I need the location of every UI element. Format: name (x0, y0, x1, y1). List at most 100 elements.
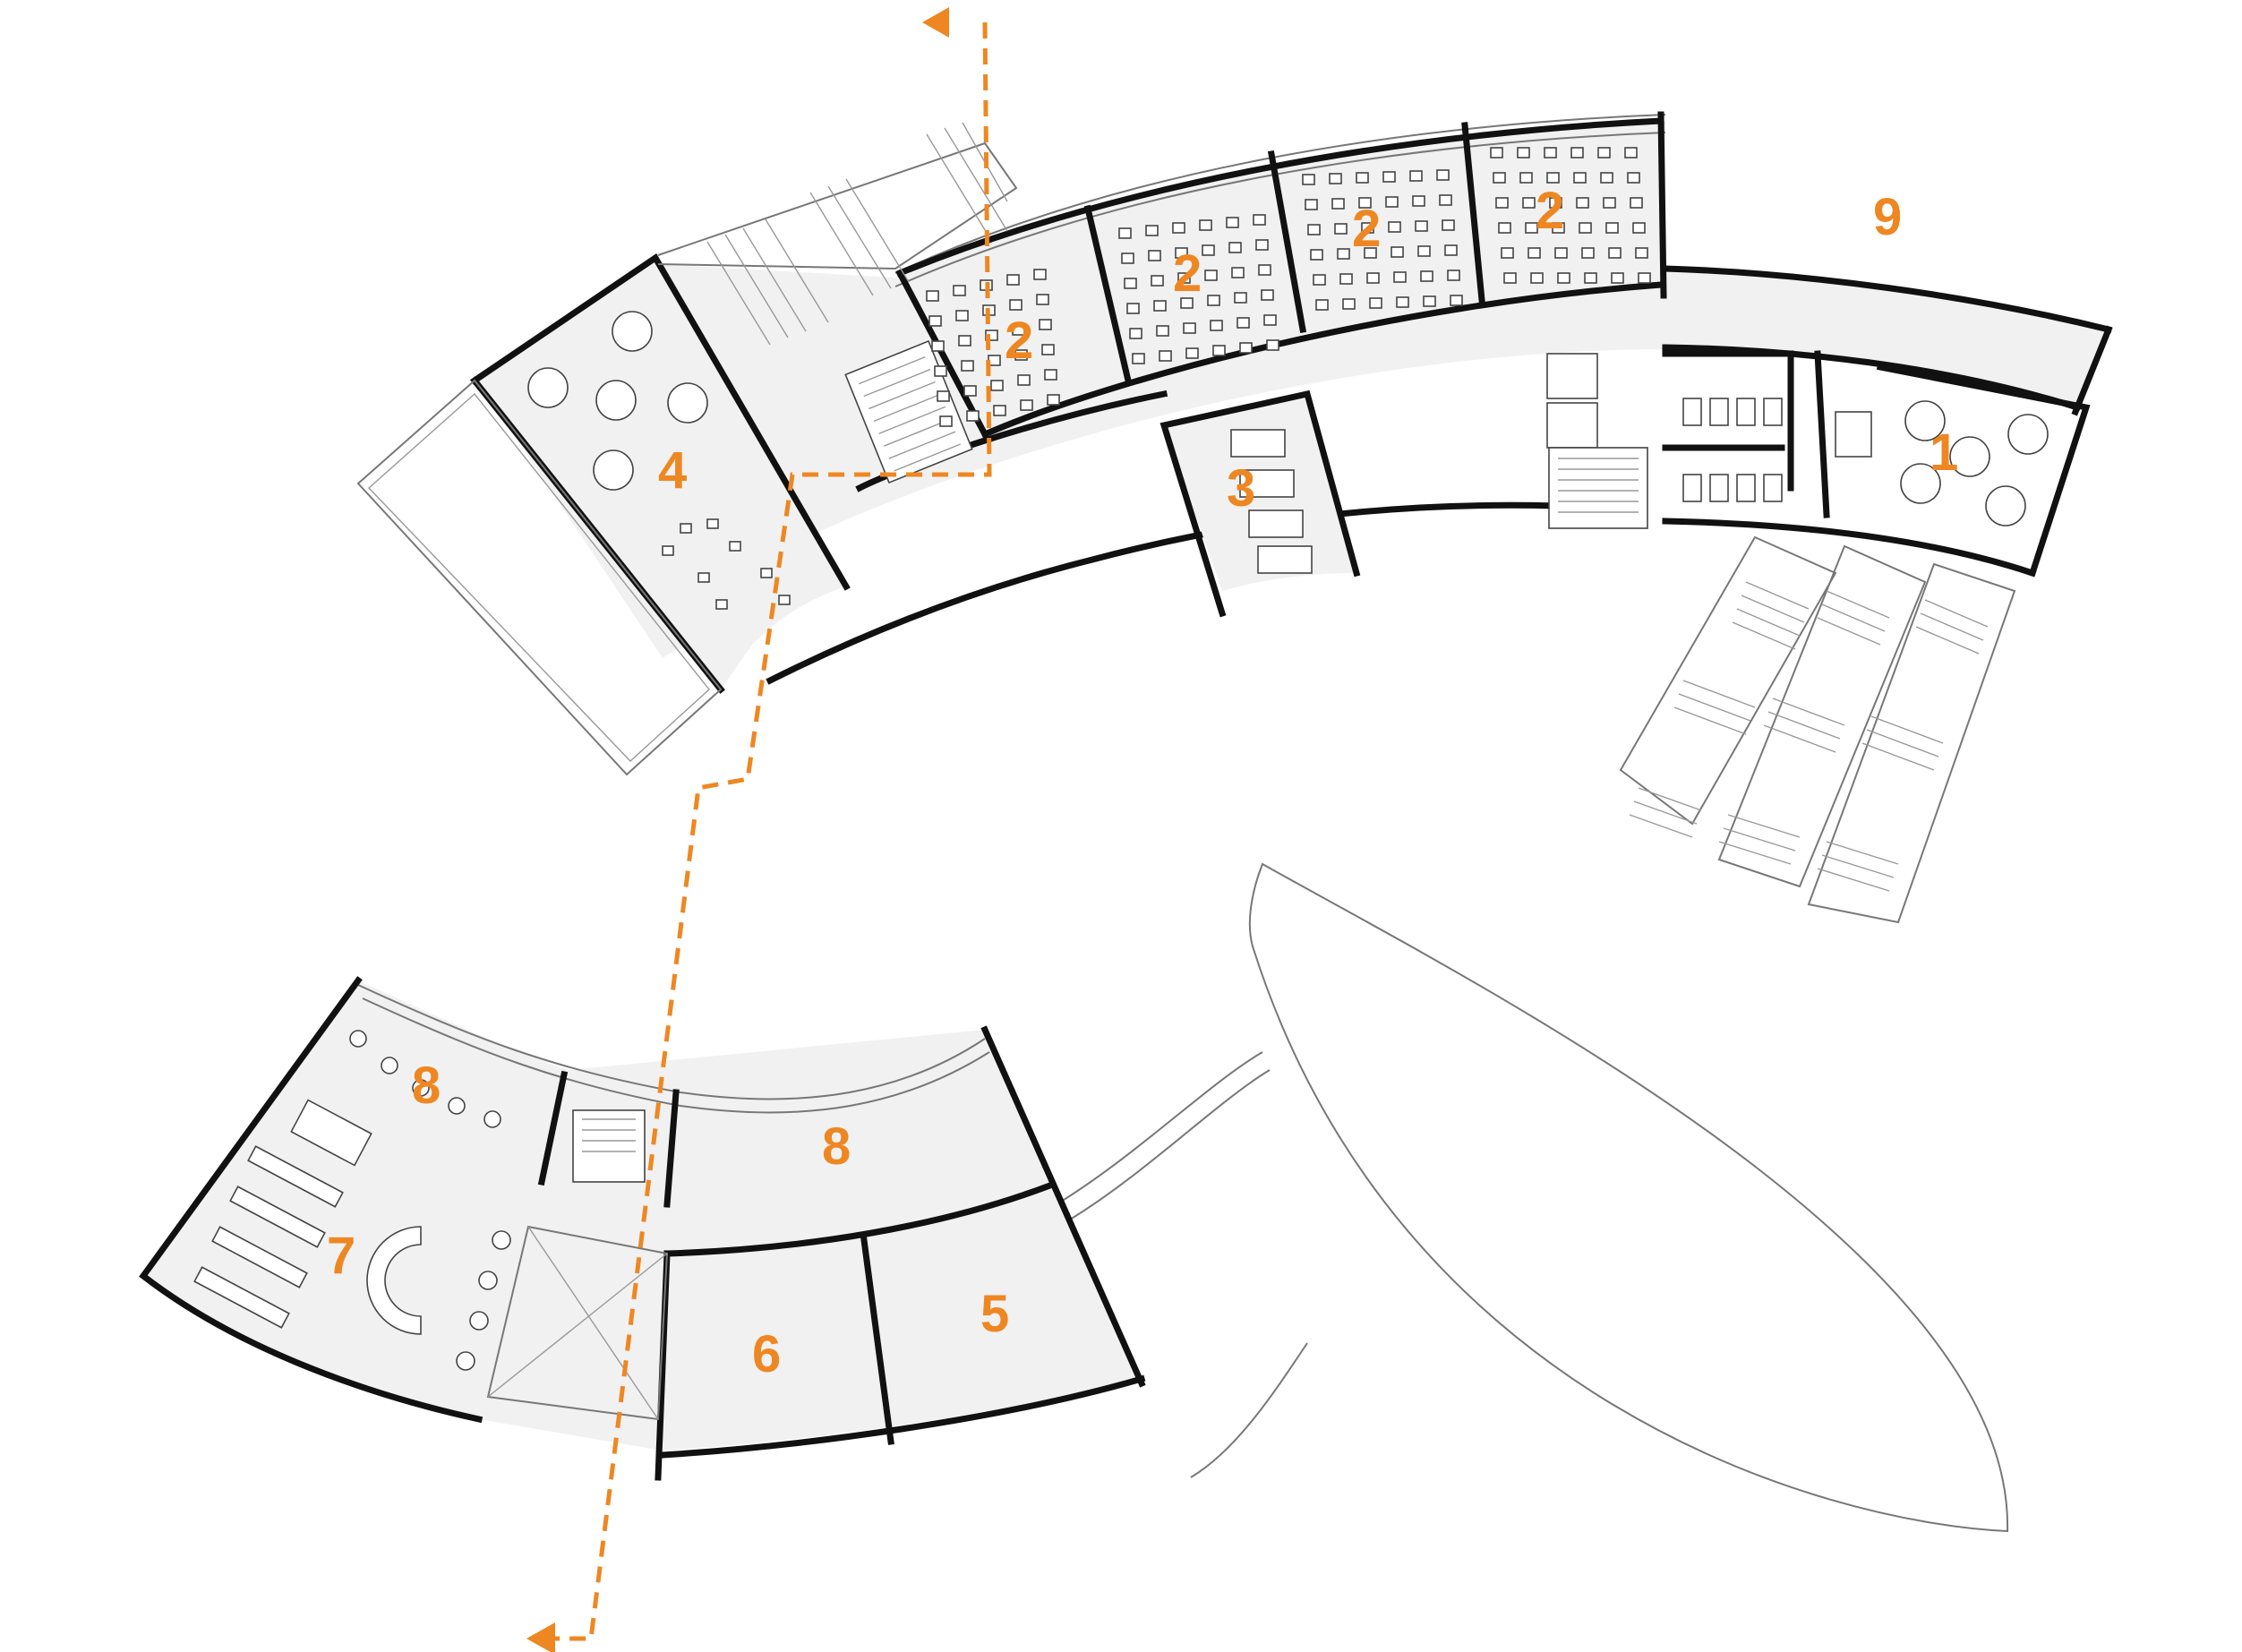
chair-icon (934, 365, 947, 377)
chair-icon (1313, 274, 1326, 286)
chair-icon (1581, 247, 1595, 259)
chair-icon (1175, 247, 1188, 259)
toilets-walls (1662, 350, 1794, 492)
chair-icon (1012, 324, 1025, 336)
chair-icon (1624, 147, 1638, 158)
chair-icon (1014, 349, 1028, 361)
room-7-meeting-table (290, 1099, 372, 1167)
classroom-divider-3 (1267, 150, 1307, 334)
chair-icon (1361, 222, 1374, 234)
round-table-icon (527, 311, 708, 491)
chair-icon (1382, 171, 1396, 183)
chair-icon (1239, 342, 1253, 354)
chair-icon (1546, 172, 1560, 184)
chair-icon (1439, 194, 1452, 206)
chair-icon (1231, 267, 1245, 278)
chair-icon (1334, 223, 1348, 235)
chair-icon (1385, 196, 1399, 208)
connector-cross-2 (487, 1253, 668, 1398)
round-table-icon (349, 1030, 511, 1371)
room-label-2a: 2 (1005, 312, 1033, 370)
chair-icon (1638, 272, 1651, 284)
classroom-chairs (926, 147, 1651, 427)
chair-icon (1393, 271, 1407, 283)
upper-wing-wall-top (1662, 265, 2113, 334)
connector-curve-lower2 (1190, 1342, 1308, 1478)
lower-wing-wall-left (139, 976, 483, 1424)
chair-icon (1129, 328, 1142, 339)
chair-icon (1017, 374, 1031, 386)
chair-icon (1597, 147, 1611, 158)
chair-icon (1226, 217, 1239, 228)
chair-icon (1584, 272, 1597, 284)
chair-icon (961, 360, 974, 372)
chair-icon (1020, 399, 1033, 411)
lower-wing-floor (143, 980, 1137, 1451)
chair-icon (1501, 247, 1514, 259)
stairwell-lower (572, 1109, 646, 1183)
chair-icon (1006, 274, 1020, 286)
chair-icon (1253, 214, 1266, 226)
chair-icon (1132, 353, 1145, 364)
lower-wing-outer-curve2 (362, 997, 990, 1114)
chair-icon (1632, 222, 1646, 234)
room-label-2d: 2 (1536, 182, 1564, 240)
chair-icon (1228, 242, 1242, 253)
chair-icon (1177, 272, 1191, 284)
stair-icon (582, 1118, 636, 1152)
chair-icon (1210, 320, 1223, 331)
chair-icon (1156, 325, 1169, 337)
chair-icon (1444, 244, 1458, 256)
chair-icon (1423, 295, 1436, 307)
chair-icon (1412, 195, 1425, 207)
chair-icon (1436, 169, 1450, 181)
chair-icon (1570, 147, 1584, 158)
chair-icon (1329, 173, 1342, 184)
chair-icon (1450, 295, 1463, 306)
chair-icon (1544, 147, 1557, 158)
room-4-outer-frame (356, 379, 723, 776)
chair-icon (939, 415, 953, 427)
chair-icon (1331, 198, 1345, 210)
chair-icon (958, 335, 971, 347)
lower-wing-wall-5-6 (860, 1237, 894, 1445)
chair-icon (963, 385, 977, 397)
room-7-shelves (193, 1145, 344, 1329)
chair-icon (990, 380, 1004, 391)
chair-icon (1307, 224, 1321, 235)
chair-icon (1145, 225, 1159, 236)
chair-icon (1627, 172, 1640, 184)
room-label-6: 6 (752, 1325, 781, 1383)
room-3-desks (1230, 429, 1313, 574)
chair-icon (1124, 278, 1137, 289)
chair-icon (937, 390, 950, 402)
chair-icon (1202, 244, 1215, 256)
room-1-walls (1814, 350, 2091, 578)
chair-icon (1522, 197, 1536, 209)
chair-icon (1498, 222, 1511, 234)
connector-curve-lower (1069, 1069, 1271, 1220)
chair-icon (1417, 245, 1431, 257)
classroom-divider-5 (1657, 111, 1667, 299)
chair-icon (1409, 170, 1423, 182)
chair-icon (1041, 344, 1055, 355)
core-stair (1548, 447, 1648, 529)
room-label-2c: 2 (1352, 200, 1381, 258)
chair-icon (1315, 299, 1329, 311)
chair-icon (1342, 298, 1356, 310)
chair-icon (953, 285, 966, 296)
chair-icon (1447, 270, 1460, 281)
classroom-divider-2 (1083, 204, 1133, 385)
corridor-inner-curve (855, 389, 1168, 492)
chair-icon (1212, 345, 1226, 356)
chair-icon (1237, 317, 1250, 329)
chair-icon (1185, 347, 1199, 359)
chair-icon (1151, 275, 1164, 287)
stair-lower-wall-left (537, 1070, 569, 1186)
chair-icon (1199, 219, 1212, 231)
chair-icon (1121, 253, 1134, 264)
chair-icon (1600, 172, 1613, 184)
chair-icon (1234, 292, 1247, 304)
chair-icon (1207, 295, 1220, 306)
